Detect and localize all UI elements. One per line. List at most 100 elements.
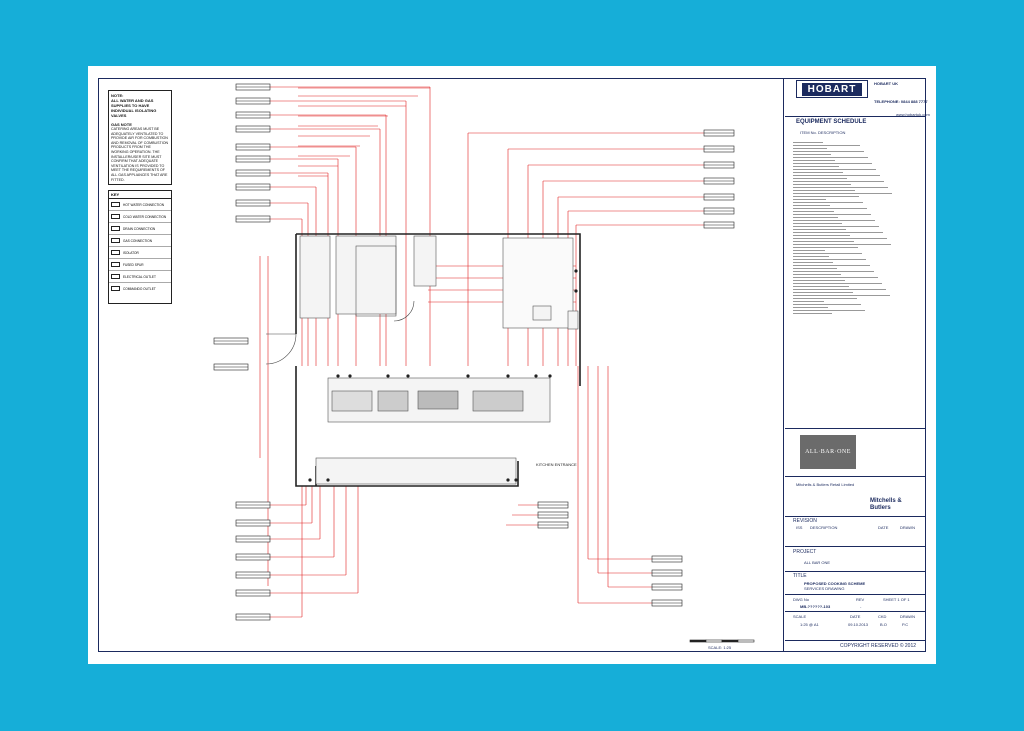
schedule-row xyxy=(793,146,921,149)
divider xyxy=(785,516,926,517)
rev-label: REV xyxy=(856,597,865,602)
schedule-row xyxy=(793,230,921,233)
divider xyxy=(785,611,926,612)
dwg-label: DWG No xyxy=(793,597,809,602)
schedule-row xyxy=(793,242,921,245)
divider xyxy=(785,428,926,429)
all-bar-one-logo: ALL·BAR·ONE xyxy=(800,435,856,469)
schedule-row xyxy=(793,284,921,287)
scale-bar-label: SCALE: 1:25 xyxy=(708,645,732,650)
schedule-row xyxy=(793,305,921,308)
drawn-label: DRAWN xyxy=(900,614,915,619)
drawn-value: P.C xyxy=(902,622,909,627)
date-label: DATE xyxy=(850,614,861,619)
schedule-row xyxy=(793,308,921,311)
schedule-row xyxy=(793,215,921,218)
key-item: FUSED SPUR xyxy=(109,259,171,271)
scale-value: 1:25 @ A1 xyxy=(800,622,819,627)
schedule-row xyxy=(793,155,921,158)
schedule-row xyxy=(793,158,921,161)
schedule-row xyxy=(793,194,921,197)
schedule-row xyxy=(793,209,921,212)
schedule-row xyxy=(793,170,921,173)
schedule-row xyxy=(793,212,921,215)
project-value: ALL BAR ONE xyxy=(804,560,831,565)
notes-box: NOTE: ALL WATER AND GAS SUPPLIES TO HAVE… xyxy=(108,90,172,186)
cold-water-symbol-icon xyxy=(111,214,120,219)
notes-water-gas: ALL WATER AND GAS SUPPLIES TO HAVE INDIV… xyxy=(111,98,157,118)
schedule-row xyxy=(793,173,921,176)
schedule-row xyxy=(793,296,921,299)
client-address: Mitchells & Butlers Retail Limited xyxy=(796,482,855,487)
key-title: KEY xyxy=(109,191,171,199)
schedule-row xyxy=(793,269,921,272)
schedule-row xyxy=(793,251,921,254)
gas-symbol-icon xyxy=(111,238,120,243)
entrance-label: KITCHEN ENTRANCE xyxy=(536,462,577,467)
ckd-label: CKD xyxy=(878,614,887,619)
schedule-row xyxy=(793,263,921,266)
schedule-title: EQUIPMENT SCHEDULE xyxy=(796,119,867,125)
schedule-row xyxy=(793,287,921,290)
schedule-row xyxy=(793,272,921,275)
kitchen-walls xyxy=(295,233,581,487)
floor-plan-drawing xyxy=(213,83,755,643)
iss-label: ISS xyxy=(796,525,803,530)
schedule-row xyxy=(793,257,921,260)
schedule-row xyxy=(793,302,921,305)
schedule-row xyxy=(793,227,921,230)
key-item: GAS CONNECTION xyxy=(109,235,171,247)
gas-note-title: GAS NOTE xyxy=(111,122,132,127)
title-block xyxy=(783,78,927,652)
schedule-row xyxy=(793,239,921,242)
scale-bar xyxy=(689,639,755,643)
schedule-row xyxy=(793,182,921,185)
equipment-schedule-list xyxy=(793,140,921,314)
divider xyxy=(785,476,926,477)
key-legend: KEY HOT WATER CONNECTION COLD WATER CONN… xyxy=(108,190,172,304)
schedule-row xyxy=(793,203,921,206)
schedule-row xyxy=(793,200,921,203)
schedule-row xyxy=(793,167,921,170)
commando-outlet-symbol-icon xyxy=(111,286,120,291)
key-item: HOT WATER CONNECTION xyxy=(109,199,171,211)
schedule-row xyxy=(793,191,921,194)
gas-note-text: CATERING AREAS MUST BE ADEQUATELY VENTIL… xyxy=(111,127,169,182)
schedule-row xyxy=(793,206,921,209)
hot-water-symbol-icon xyxy=(111,202,120,207)
schedule-row xyxy=(793,275,921,278)
schedule-row xyxy=(793,179,921,182)
schedule-row xyxy=(793,218,921,221)
hobart-telephone: TELEPHONE: 0844 888 7777 xyxy=(874,99,928,104)
ckd-value: B.O xyxy=(880,622,887,627)
schedule-row xyxy=(793,245,921,248)
drawing-sheet: NOTE: ALL WATER AND GAS SUPPLIES TO HAVE… xyxy=(88,66,936,664)
description-label: DESCRIPTION xyxy=(810,525,838,530)
title-value-1: PROPOSED COOKING SCHEME xyxy=(804,581,866,586)
key-item: ELECTRICAL OUTLET xyxy=(109,271,171,283)
service-labels xyxy=(213,83,735,621)
notes-title: NOTE: xyxy=(111,93,124,98)
schedule-row xyxy=(793,266,921,269)
divider xyxy=(785,546,926,547)
divider xyxy=(785,594,926,595)
schedule-row xyxy=(793,248,921,251)
schedule-row xyxy=(793,140,921,143)
schedule-header: ITEM No. DESCRIPTION xyxy=(800,130,846,135)
mitchells-butlers-logo: Mitchells & Butlers xyxy=(870,498,902,511)
schedule-row xyxy=(793,233,921,236)
hobart-logo: HOBART xyxy=(796,80,868,98)
divider xyxy=(785,571,926,572)
drawing-frame xyxy=(98,78,926,652)
key-item: COLD WATER CONNECTION xyxy=(109,211,171,223)
project-label: PROJECT xyxy=(793,549,817,555)
schedule-row xyxy=(793,254,921,257)
schedule-row xyxy=(793,290,921,293)
revision-drawn-label: DRAWN xyxy=(900,525,915,530)
door-swings xyxy=(265,300,415,365)
schedule-row xyxy=(793,197,921,200)
schedule-row xyxy=(793,278,921,281)
schedule-row xyxy=(793,293,921,296)
schedule-row xyxy=(793,281,921,284)
key-item: DRAIN CONNECTION xyxy=(109,223,171,235)
